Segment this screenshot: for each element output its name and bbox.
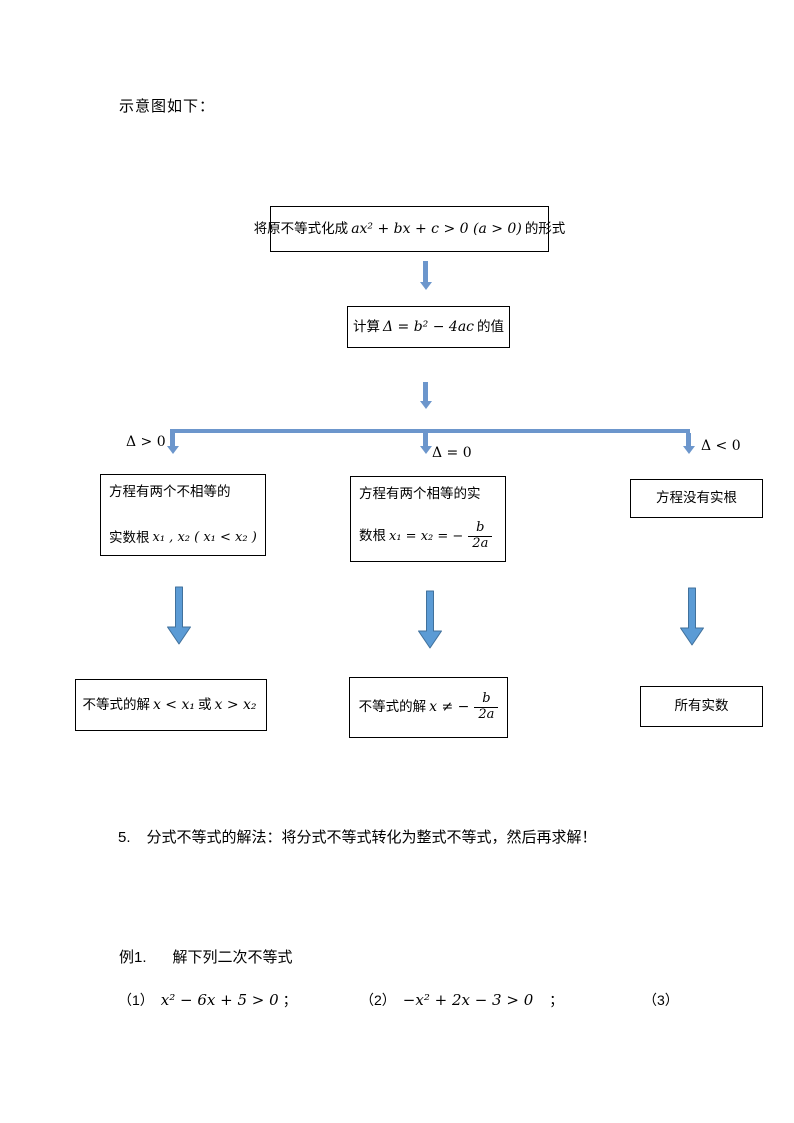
problem-3: （3） (643, 990, 679, 1010)
problem-1-separator: ； (282, 992, 297, 1008)
flow-box-normalize-suffix: 的形式 (524, 220, 566, 236)
branch-label-delta-zero: Δ = 0 (432, 445, 472, 461)
problem-1-number: （1） (118, 992, 154, 1008)
note-item-5-text: 分式不等式的解法：将分式不等式转化为整式不等式，然后再求解！ (146, 829, 597, 846)
branch-line (170, 429, 690, 433)
fraction-denominator: 2a (472, 536, 489, 552)
case-right-text: 方程没有实根 (656, 490, 737, 506)
problem-1: （1） x² − 6x + 5 > 0 ； (118, 990, 297, 1010)
fraction-denominator: 2a (478, 707, 495, 722)
problem-3-number: （3） (643, 992, 679, 1008)
problem-2-number: （2） (360, 992, 396, 1008)
case-center-line2-prefix: 数根 (359, 528, 386, 544)
example-label: 例1. (119, 949, 147, 966)
branch-arrow-center-icon (423, 433, 428, 446)
result-box-all-reals: 所有实数 (640, 686, 763, 727)
problem-2-separator: ； (549, 992, 564, 1008)
fraction-numerator: b (468, 520, 493, 538)
note-item-5: 5. 分式不等式的解法：将分式不等式转化为整式不等式，然后再求解！ (118, 826, 597, 847)
branch-arrow-right-icon (686, 433, 691, 446)
result-center-math: x ≠ − (429, 699, 470, 716)
case-box-no-real-roots: 方程没有实根 (630, 479, 763, 518)
result-center-prefix: 不等式的解 (358, 699, 427, 715)
flow-box-discriminant-suffix: 的值 (477, 318, 505, 334)
problem-2-expression: −x² + 2x − 3 > 0 (402, 991, 534, 1009)
problem-1-expression: x² − 6x + 5 > 0 (160, 991, 279, 1009)
branch-arrow-left-icon (170, 433, 175, 446)
example-heading: 例1. 解下列二次不等式 (119, 946, 293, 967)
case-left-line1: 方程有两个不相等的 (109, 484, 231, 499)
result-right-text: 所有实数 (674, 698, 729, 714)
result-left-prefix: 不等式的解 (82, 696, 150, 712)
thick-arrow-down-icon (680, 587, 704, 646)
result-left-math2: x > x₂ (214, 696, 257, 713)
branch-label-delta-negative: Δ < 0 (701, 438, 741, 454)
flow-box-discriminant-math: Δ = b² − 4ac (382, 318, 475, 335)
case-left-line2-math: x₁ , x₂ ( x₁ < x₂ ) (152, 530, 257, 546)
case-center-line2-math: x₁ = x₂ = − (389, 528, 464, 544)
flow-box-normalize-prefix: 将原不等式化成 (253, 220, 349, 236)
case-center-line1: 方程有两个相等的实 (359, 486, 481, 501)
problem-2: （2） −x² + 2x − 3 > 0 ； (360, 990, 563, 1010)
flow-box-normalize-math: ax² + bx + c > 0 (a > 0) (351, 220, 522, 237)
thick-arrow-down-icon (167, 586, 191, 645)
case-left-line2-prefix: 实数根 (109, 529, 150, 545)
example-title: 解下列二次不等式 (172, 949, 293, 966)
result-left-math1: x < x₁ (152, 696, 195, 713)
result-left-or: 或 (198, 696, 212, 712)
note-item-5-number: 5. (118, 829, 131, 846)
fraction-numerator: b (474, 691, 499, 708)
arrow-down-icon (423, 261, 428, 282)
branch-label-delta-positive: Δ > 0 (126, 434, 166, 450)
intro-text: 示意图如下： (119, 98, 216, 115)
flow-box-discriminant-prefix: 计算 (352, 318, 380, 334)
thick-arrow-down-icon (418, 590, 442, 649)
arrow-down-icon (423, 382, 428, 401)
